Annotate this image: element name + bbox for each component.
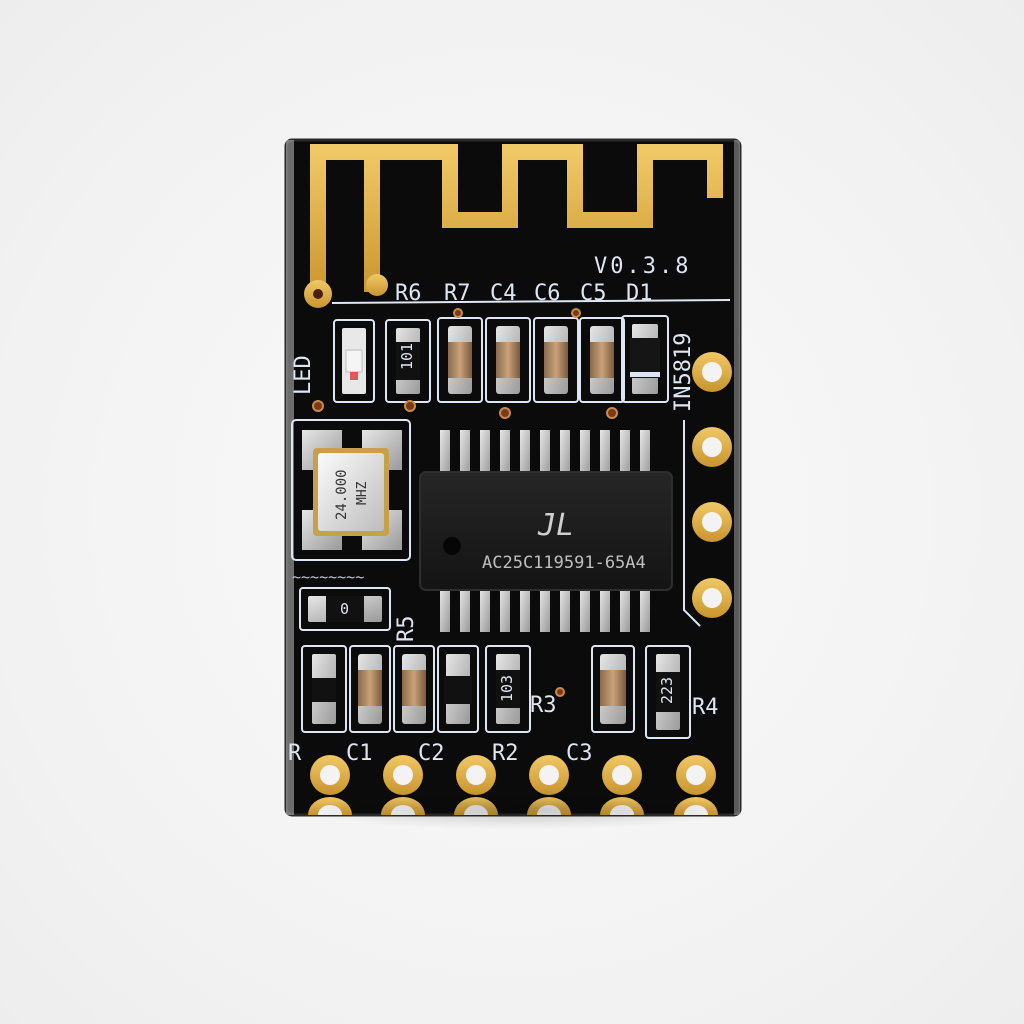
label-r2: R2: [492, 741, 519, 766]
antenna-ground-pad: [366, 274, 388, 296]
label-r7: R7: [444, 281, 471, 306]
resistor-r5: 0: [299, 587, 391, 631]
crystal-frequency: 24.000: [334, 469, 350, 520]
label-r3: R3: [530, 693, 557, 718]
capacitor-row-top: [437, 317, 625, 403]
crystal-oscillator: 24.000 MHZ: [291, 419, 411, 561]
label-d1: D1: [626, 281, 653, 306]
silkscreen-divider: [331, 299, 731, 304]
label-in5819: IN5819: [671, 333, 696, 412]
resistor-r2-code: 103: [498, 675, 516, 702]
chip-logo: JL: [537, 508, 574, 543]
chip-top-pins: [440, 430, 650, 476]
antenna-feed-via: [313, 289, 323, 299]
led-component: [333, 319, 375, 403]
resistor-r4-code: 223: [658, 677, 676, 704]
label-c4: C4: [490, 281, 517, 306]
label-c6: C6: [534, 281, 561, 306]
resistor-r6: 101: [385, 319, 431, 403]
label-c5: C5: [580, 281, 607, 306]
resistor-r5-code: 0: [340, 600, 349, 618]
label-r6: R6: [395, 281, 422, 306]
label-led: LED: [291, 355, 316, 395]
vias: [312, 308, 618, 697]
version-label: V0.3.8: [594, 254, 691, 279]
resistor-r6-code: 101: [398, 343, 416, 370]
label-c1: C1: [346, 741, 373, 766]
label-r5: R5: [394, 616, 419, 643]
label-r1: R: [288, 741, 302, 766]
pcb-edge-highlight: [286, 140, 294, 815]
bottom-components: 103 223: [301, 645, 691, 739]
chip-bottom-pins: [440, 586, 650, 632]
right-edge-pads: [692, 352, 732, 618]
main-chip: JL AC25C119591-65A4: [419, 430, 673, 632]
pcb-edge-highlight-right: [734, 140, 740, 815]
label-c2: C2: [418, 741, 445, 766]
crystal-sub-label: ~~~~~~~~: [292, 568, 364, 586]
diode-d1: [621, 315, 669, 403]
chip-part-number: AC25C119591-65A4: [482, 553, 646, 573]
label-r4: R4: [692, 695, 719, 720]
right-pads-outline: [683, 420, 701, 627]
label-c3: C3: [566, 741, 593, 766]
board-shadow: [300, 790, 740, 830]
bottom-edge-pads: [308, 755, 718, 815]
antenna-trace: [310, 144, 723, 304]
crystal-unit: MHZ: [355, 481, 370, 505]
chip-pin1-dot: [443, 537, 461, 555]
